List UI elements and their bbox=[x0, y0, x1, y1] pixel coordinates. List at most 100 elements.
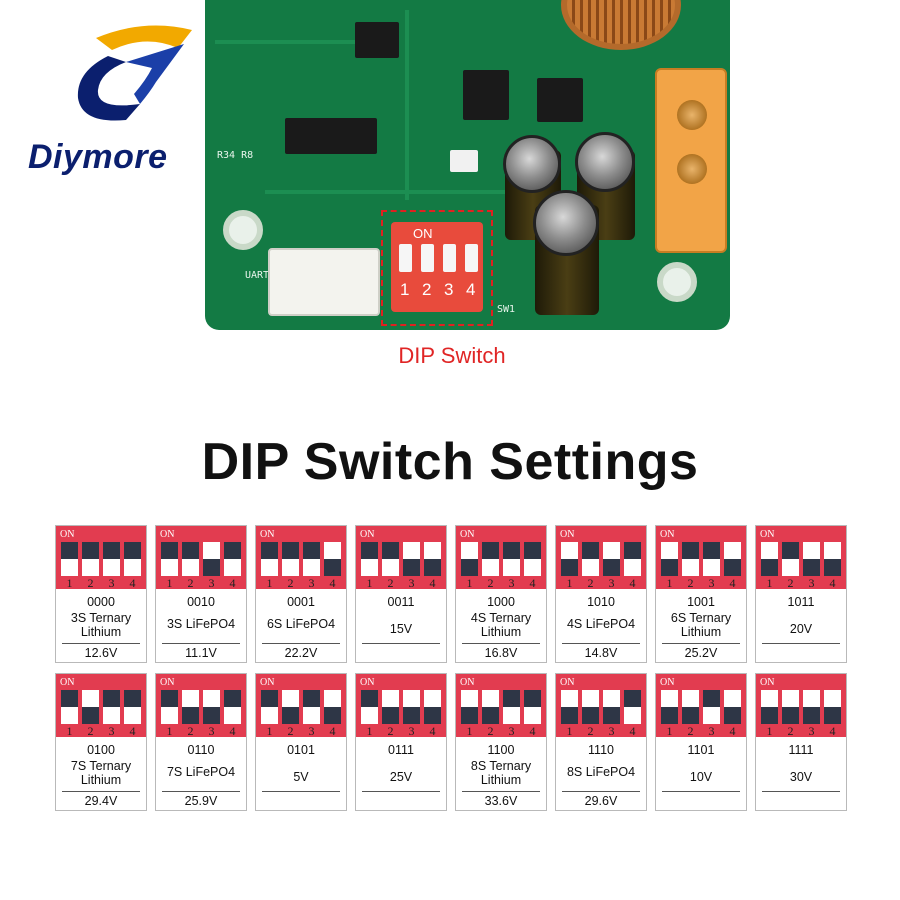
switch-number: 3 bbox=[208, 724, 215, 738]
switch-position-4 bbox=[824, 542, 841, 576]
switch-number: 1 bbox=[266, 724, 273, 738]
battery-type: 6S LiFePO4 bbox=[266, 617, 336, 631]
battery-type: 4S LiFePO4 bbox=[566, 617, 636, 631]
switch-number: 4 bbox=[729, 576, 736, 590]
switch-number: 2 bbox=[787, 576, 794, 590]
output-voltage: 25.2V bbox=[684, 646, 718, 660]
switch-on-label: ON bbox=[660, 529, 675, 540]
switch-number: 2 bbox=[187, 724, 194, 738]
battery-type: 3S Ternary bbox=[70, 611, 132, 625]
switch-number: 3 bbox=[608, 724, 615, 738]
switch-number: 4 bbox=[529, 724, 536, 738]
switch-number: 4 bbox=[229, 724, 236, 738]
setting-code: 0111 bbox=[388, 743, 414, 757]
battery-type: 4S Ternary bbox=[470, 611, 532, 625]
switch-number: 1 bbox=[766, 576, 773, 590]
ic-chip bbox=[285, 118, 377, 154]
switch-position-1 bbox=[661, 690, 678, 724]
switch-number: 4 bbox=[229, 576, 236, 590]
switch-position-3 bbox=[703, 690, 720, 724]
switch-position-1 bbox=[761, 542, 778, 576]
switch-number: 3 bbox=[208, 576, 215, 590]
output-voltage: 10V bbox=[689, 770, 713, 784]
switch-number: 1 bbox=[666, 576, 673, 590]
switch-number: 3 bbox=[808, 576, 815, 590]
switch-number: 2 bbox=[387, 724, 394, 738]
switch-position-3 bbox=[103, 542, 120, 576]
switch-position-3 bbox=[603, 542, 620, 576]
divider bbox=[762, 643, 840, 644]
switch-position-1 bbox=[61, 690, 78, 724]
switch-on-label: ON bbox=[360, 677, 375, 688]
battery-type: Lithium bbox=[80, 625, 122, 639]
switch-on-label: ON bbox=[560, 529, 575, 540]
switch-position-4 bbox=[624, 690, 641, 724]
setting-code: 1111 bbox=[788, 743, 814, 757]
setting-code: 1010 bbox=[587, 595, 615, 609]
switch-position-3 bbox=[503, 542, 520, 576]
setting-code: 0011 bbox=[387, 595, 415, 609]
divider bbox=[362, 643, 440, 644]
switch-number: 3 bbox=[108, 724, 115, 738]
switch-position-2 bbox=[182, 690, 199, 724]
dip-number: 4 bbox=[466, 280, 476, 299]
inductor-coil bbox=[561, 0, 681, 50]
switch-number: 1 bbox=[766, 724, 773, 738]
switch-position-3 bbox=[203, 690, 220, 724]
output-voltage: 14.8V bbox=[584, 646, 618, 660]
divider bbox=[562, 643, 640, 644]
battery-type: 3S LiFePO4 bbox=[166, 617, 236, 631]
xt60-connector bbox=[655, 68, 727, 253]
switch-position-4 bbox=[124, 542, 141, 576]
switch-position-4 bbox=[624, 542, 641, 576]
dip-number: 1 bbox=[400, 280, 410, 299]
switch-number: 2 bbox=[187, 576, 194, 590]
divider bbox=[162, 643, 240, 644]
output-voltage: 29.6V bbox=[584, 794, 618, 808]
switch-number: 2 bbox=[87, 576, 94, 590]
battery-type: Lithium bbox=[680, 625, 722, 639]
switch-position-4 bbox=[324, 690, 341, 724]
switch-number: 4 bbox=[829, 576, 836, 590]
divider bbox=[462, 643, 540, 644]
output-voltage: 29.4V bbox=[84, 794, 118, 808]
divider bbox=[662, 791, 740, 792]
battery-type: 7S Ternary bbox=[70, 759, 132, 773]
switch-position-3 bbox=[103, 690, 120, 724]
switch-position-3 bbox=[303, 690, 320, 724]
setting-code: 1000 bbox=[487, 595, 515, 609]
switch-number: 4 bbox=[729, 724, 736, 738]
switch-number: 3 bbox=[408, 576, 415, 590]
switch-position-4 bbox=[224, 690, 241, 724]
switch-position-2 bbox=[582, 542, 599, 576]
divider bbox=[262, 643, 340, 644]
switch-position-2 bbox=[82, 542, 99, 576]
switch-number: 4 bbox=[129, 724, 136, 738]
divider bbox=[662, 643, 740, 644]
output-voltage: 11.1V bbox=[185, 646, 217, 660]
output-voltage: 25.9V bbox=[184, 794, 218, 808]
dip-switch-caption: DIP Switch bbox=[398, 343, 506, 368]
switch-position-1 bbox=[161, 542, 178, 576]
brand-logo: Diymore bbox=[28, 20, 198, 176]
switch-number: 3 bbox=[708, 724, 715, 738]
dip-number: 2 bbox=[422, 280, 432, 299]
switch-position-3 bbox=[403, 542, 420, 576]
resistor bbox=[450, 150, 478, 172]
